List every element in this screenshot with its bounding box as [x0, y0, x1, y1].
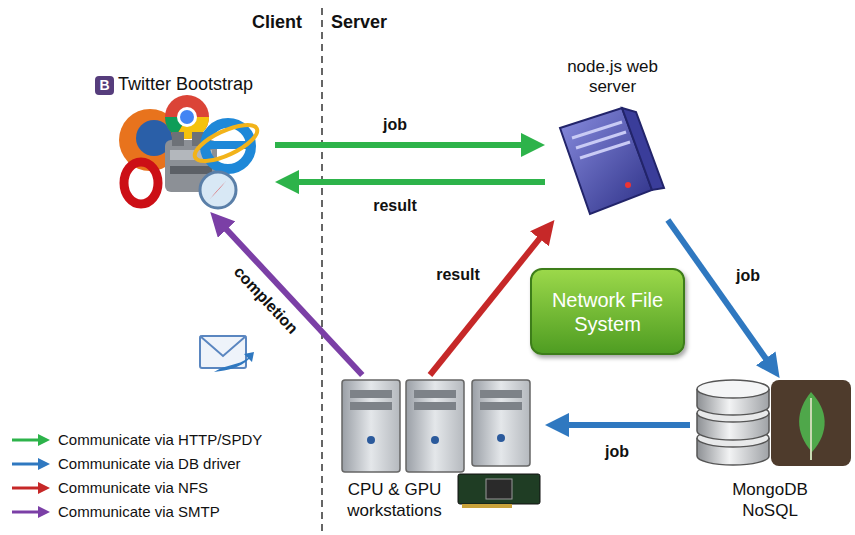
flow-arrow	[275, 142, 533, 148]
logo-letter: B	[95, 76, 114, 95]
node-label: node.js web server	[558, 57, 668, 98]
bootstrap-logo	[95, 76, 114, 95]
node-label: MongoDB NoSQL	[720, 480, 820, 521]
region-heading: Client	[252, 12, 302, 33]
legend-entry: Communicate via SMTP	[58, 503, 220, 521]
divider-line	[321, 8, 323, 535]
edge-label: result	[370, 196, 420, 215]
flow-arrow	[218, 221, 362, 375]
browser-icons	[119, 95, 262, 208]
file-system-box: Network File System	[530, 268, 685, 355]
workstation-towers	[342, 380, 530, 472]
node-label: Network File System	[538, 288, 677, 336]
edge-label: job	[733, 266, 763, 285]
node-label: Twitter Bootstrap	[118, 74, 253, 96]
gpu-card	[458, 474, 540, 508]
flow-arrow	[557, 422, 690, 428]
legend-entry: Communicate via HTTP/SPDY	[58, 431, 262, 449]
database: MongoDB NoSQL	[690, 378, 850, 525]
workstation-cluster: CPU & GPU workstations	[330, 375, 545, 525]
browser-client: Twitter Bootstrap	[90, 70, 275, 212]
region-heading: Server	[331, 12, 387, 33]
edge-label: job	[602, 442, 632, 461]
web-server: node.js web server	[545, 55, 680, 220]
edge-label: job	[380, 115, 410, 134]
legend-entry: Communicate via NFS	[58, 479, 208, 497]
edge-label: result	[433, 265, 483, 284]
legend-samples	[12, 440, 44, 512]
node-label: CPU & GPU workstations	[332, 480, 457, 521]
server-icon	[560, 108, 664, 214]
edge-label: completion	[228, 260, 304, 340]
email-icon	[200, 336, 254, 372]
database-icon	[697, 380, 851, 466]
flow-arrow	[287, 179, 545, 185]
legend-entry: Communicate via DB driver	[58, 455, 241, 473]
